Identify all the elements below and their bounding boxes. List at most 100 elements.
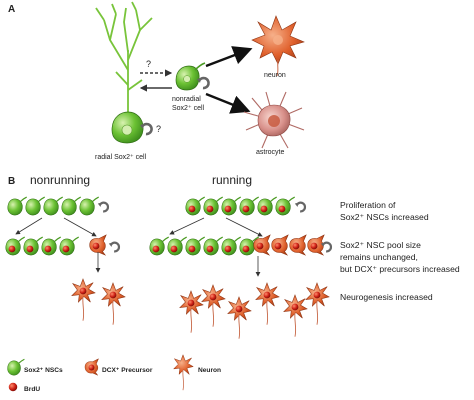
cells-layer — [5, 196, 333, 340]
nonrunning-row2-nsc-3 — [41, 236, 62, 256]
running-row1-nsc-4 — [239, 196, 260, 216]
running-row1-nsc-2-brdu-nucleus — [206, 205, 214, 213]
note-proliferation: Proliferation of Sox2⁺ NSCs increased — [340, 200, 429, 222]
note-2-line1: Sox2⁺ NSC pool size — [340, 240, 421, 250]
running-neuron-1-brdu-nucleus — [187, 299, 195, 307]
running-row2-precursor-4-brdu-nucleus — [310, 242, 318, 250]
radial-cell-dendrites — [95, 1, 153, 120]
running-neuron-5 — [283, 294, 308, 338]
nonradial-label-line1: nonradial — [172, 96, 201, 103]
nonradial-cycle-icon — [195, 76, 210, 90]
nonrunning-row1-nsc-2 — [25, 196, 46, 216]
arrow-to-neuron — [205, 46, 253, 68]
legend-dcx-nucleus-icon — [88, 364, 95, 371]
note-pool-size: Sox2⁺ NSC pool size remains unchanged, b… — [340, 240, 460, 274]
running-split-arrow-right — [225, 217, 263, 237]
legend-neuron-icon — [173, 354, 194, 391]
running-neuron-2 — [201, 284, 226, 328]
running-row2-precursor-2-brdu-nucleus — [274, 242, 282, 250]
running-row2-nsc-5 — [221, 236, 242, 256]
running-row2-precursor-3-brdu-nucleus — [292, 242, 300, 250]
nonrunning-row1-nsc-5 — [79, 196, 100, 216]
legend-brdu-label: BrdU — [24, 386, 40, 393]
running-row1-nsc-6 — [275, 196, 296, 216]
running-row2-nsc-1-brdu-nucleus — [152, 245, 160, 253]
legend-brdu-icon — [8, 382, 18, 392]
nonrunning-row1-nsc-3 — [43, 196, 64, 216]
running-row1-cycle-icon — [293, 201, 307, 213]
nonrunning-row1-nsc-4 — [61, 196, 82, 216]
radial-sox2-cell — [95, 1, 153, 144]
legend-sox2-icon — [7, 358, 25, 376]
running-title: running — [212, 173, 252, 187]
legend-neuron-label: Neuron — [198, 367, 221, 374]
running-row1-nsc-3-brdu-nucleus — [224, 205, 232, 213]
running-row1-nsc-5-brdu-nucleus — [260, 205, 268, 213]
running-neuron-6-brdu-nucleus — [313, 291, 321, 299]
nonrunning-row2-nsc-2-brdu-nucleus — [26, 245, 34, 253]
running-row1-nsc-1 — [185, 196, 206, 216]
nonrunning-row2-cycle-icon — [107, 241, 121, 253]
nonradial-sox2-cell — [175, 62, 206, 91]
running-neuron-1 — [179, 290, 204, 334]
nonrunning-row2-nsc-4 — [59, 236, 80, 256]
running-row2-nsc-2-brdu-nucleus — [170, 245, 178, 253]
note-1-line1: Proliferation of — [340, 200, 396, 210]
running-row2-nsc-6-brdu-nucleus — [242, 245, 250, 253]
nonrunning-row2-nsc-1-brdu-nucleus — [8, 245, 16, 253]
nonrunning-row1-nsc-1 — [7, 196, 28, 216]
running-row2-nsc-2 — [167, 236, 188, 256]
note-2-line3: but DCX⁺ precursors increased — [340, 264, 460, 274]
question-mark-lower: ? — [156, 124, 161, 134]
running-neuron-3-brdu-nucleus — [235, 305, 243, 313]
legend-dcx-label: DCX⁺ Precursor — [102, 367, 153, 374]
running-row1-nsc-5 — [257, 196, 278, 216]
running-split-arrow-left — [169, 217, 205, 235]
running-row1-nsc-3 — [221, 196, 242, 216]
running-row1-nsc-6-brdu-nucleus — [278, 205, 286, 213]
note-3-line1: Neurogenesis increased — [340, 292, 433, 302]
arrow-to-astrocyte — [205, 92, 251, 114]
running-row2-nsc-4-brdu-nucleus — [206, 245, 214, 253]
nonrunning-row2-precursor-brdu-nucleus — [92, 242, 100, 250]
nonrunning-title: nonrunning — [30, 173, 90, 187]
running-row2-nsc-5-brdu-nucleus — [224, 245, 232, 253]
nonrunning-row1-cycle-icon — [96, 201, 110, 213]
running-neuron-3 — [227, 296, 252, 340]
running-neuron-2-brdu-nucleus — [209, 293, 217, 301]
running-row1-nsc-2 — [203, 196, 224, 216]
nonrunning-row2-nsc-2 — [23, 236, 44, 256]
note-2-line2: remains unchanged, — [340, 252, 418, 262]
nonrunning-row2-nsc-4-brdu-nucleus — [62, 245, 70, 253]
astrocyte-label: astrocyte — [256, 149, 285, 156]
running-neuron-4-brdu-nucleus — [263, 291, 271, 299]
radial-sox2-label: radial Sox2⁺ cell — [95, 154, 147, 161]
nonrunning-neuron-2-brdu-nucleus — [109, 291, 117, 299]
neuron-cell — [251, 15, 305, 77]
running-row2-nsc-1 — [149, 236, 170, 256]
note-1-line2: Sox2⁺ NSCs increased — [340, 212, 429, 222]
running-row2-nsc-3-brdu-nucleus — [188, 245, 196, 253]
running-neuron-6 — [305, 282, 330, 326]
running-row2-nsc-3 — [185, 236, 206, 256]
neuron-label: neuron — [264, 72, 286, 79]
nonrunning-split-arrow-left — [15, 217, 43, 235]
nonradial-label-line2: Sox2⁺ cell — [172, 105, 205, 112]
question-mark-upper: ? — [146, 59, 151, 69]
legend-sox2-label: Sox2⁺ NSCs — [24, 367, 63, 374]
running-row1-nsc-1-brdu-nucleus — [188, 205, 196, 213]
legend: Sox2⁺ NSCs DCX⁺ Precursor Neuron BrdU — [7, 354, 221, 393]
nonrunning-neuron-1-brdu-nucleus — [79, 287, 87, 295]
astrocyte-cell — [243, 91, 305, 149]
nonrunning-neuron-2 — [101, 282, 126, 326]
running-row1-nsc-4-brdu-nucleus — [242, 205, 250, 213]
running-row2-nsc-4 — [203, 236, 224, 256]
panel-a-letter: A — [8, 4, 15, 15]
running-neuron-5-brdu-nucleus — [291, 303, 299, 311]
nonrunning-neuron-1 — [71, 278, 96, 322]
nonrunning-row2-nsc-3-brdu-nucleus — [44, 245, 52, 253]
running-neuron-4 — [255, 282, 280, 326]
running-row2-precursor-1-brdu-nucleus — [256, 242, 264, 250]
note-neurogenesis: Neurogenesis increased — [340, 292, 433, 302]
